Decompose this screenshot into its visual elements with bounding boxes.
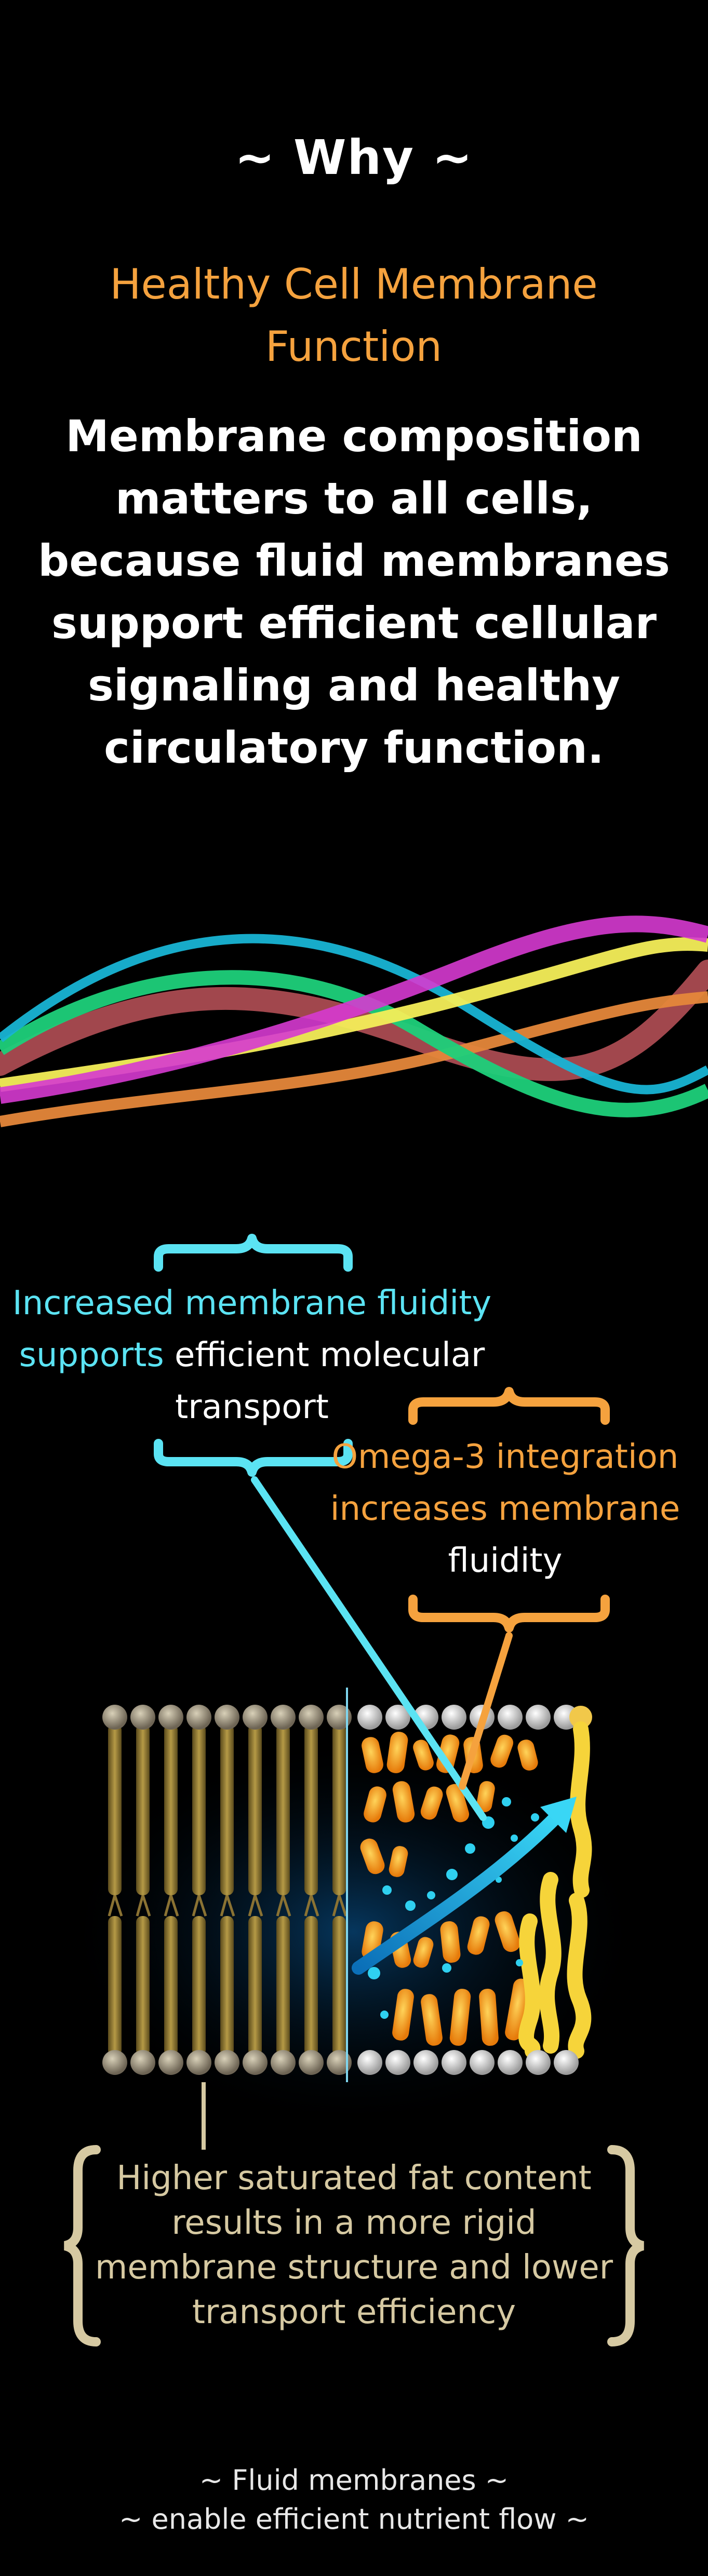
omega-label-highlight: Omega-3 integration increases <box>330 1438 679 1528</box>
fluid-membrane <box>357 1705 592 2075</box>
fluid-omega-chains <box>360 1732 538 2046</box>
rigid-tails-top <box>108 1724 346 1895</box>
rigid-heads-bottom <box>102 2050 352 2075</box>
omega-label: Omega-3 integration increases membrane f… <box>312 1431 699 1587</box>
intro-paragraph: Membrane composition matters to all cell… <box>38 411 670 773</box>
omega-label-membrane: membrane <box>498 1490 680 1528</box>
fluid-yellow-tails <box>518 1721 592 2059</box>
fluid-heads-bottom <box>357 2050 579 2075</box>
footer-line-2: ~ enable efficient nutrient flow ~ <box>119 2503 589 2535</box>
wave-orange <box>0 991 708 1127</box>
cyan-pointer-line <box>251 1476 487 1821</box>
wave-maroon <box>0 960 708 1081</box>
orange-brace-bottom <box>408 1595 610 1633</box>
wave-green <box>0 970 708 1117</box>
omega-label-fluidity: fluidity <box>448 1542 563 1580</box>
fluid-heads-top <box>357 1705 592 1730</box>
wave-magenta <box>0 915 708 1104</box>
left-curly-brace <box>63 2145 101 2346</box>
orange-pointer-line <box>459 1632 513 1790</box>
transport-arrowhead-icon <box>540 1797 577 1833</box>
rigid-tail-kinks <box>108 1895 348 1917</box>
footer-line-1: ~ Fluid membranes ~ <box>199 2464 509 2497</box>
rigid-membrane-label: Higher saturated fat content results in … <box>95 2159 613 2331</box>
rigid-tails-bottom <box>108 1916 346 2056</box>
fluidity-label-rest: efficient molecular transport <box>175 1336 485 1426</box>
cyan-brace-bottom <box>154 1439 353 1477</box>
orange-brace-top <box>408 1387 610 1425</box>
lipid-waves <box>0 915 708 1127</box>
fluidity-label-highlight: Increased membrane fluidity <box>12 1284 492 1323</box>
rigid-heads-top <box>102 1705 352 1730</box>
fluidity-label-supports: supports <box>19 1336 164 1374</box>
transport-arrow <box>352 1811 563 1975</box>
right-curly-brace <box>607 2145 645 2346</box>
page-subtitle: Healthy Cell Membrane Function <box>110 260 598 371</box>
fluidity-label: Increased membrane fluidity supports eff… <box>0 1277 504 1433</box>
membrane-glow <box>62 1734 644 2129</box>
rigid-membrane <box>102 1705 352 2075</box>
cyan-brace-top <box>154 1234 353 1272</box>
section-heading-why: ~ Why ~ <box>234 130 474 185</box>
